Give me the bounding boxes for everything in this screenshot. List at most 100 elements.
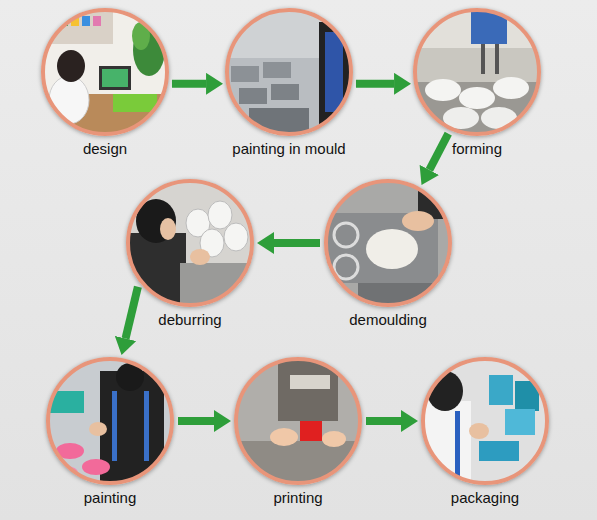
person-hair bbox=[427, 371, 463, 411]
shelf-item bbox=[60, 16, 68, 26]
photo-ground bbox=[126, 179, 254, 307]
mould-ring bbox=[334, 223, 358, 247]
design-photo bbox=[41, 8, 169, 136]
flow-arrow bbox=[126, 287, 138, 339]
mould-tray bbox=[263, 62, 291, 78]
photo-ground bbox=[421, 357, 549, 485]
screen bbox=[102, 69, 128, 87]
packet bbox=[479, 441, 519, 461]
step-caption: painting in mould bbox=[232, 140, 345, 158]
flow-arrow bbox=[356, 80, 394, 88]
flow-arrow bbox=[274, 239, 320, 247]
person-body bbox=[49, 76, 89, 124]
hand bbox=[89, 422, 107, 436]
person-hair bbox=[57, 50, 85, 82]
foam-piece bbox=[481, 107, 517, 129]
flow-arrow bbox=[366, 417, 401, 425]
mould-tray bbox=[271, 84, 299, 100]
hand bbox=[270, 428, 298, 446]
process-circle: painting bbox=[46, 357, 174, 485]
painting-photo bbox=[46, 357, 174, 485]
photo-ground bbox=[234, 357, 362, 485]
foam-piece bbox=[493, 77, 529, 99]
printing-photo bbox=[234, 357, 362, 485]
mould-tray bbox=[231, 66, 259, 82]
machine-rod bbox=[481, 44, 485, 74]
apron-strap bbox=[144, 391, 149, 461]
packaging-photo bbox=[421, 357, 549, 485]
step-caption: painting bbox=[84, 489, 137, 507]
step-label: deburring bbox=[158, 311, 221, 329]
foam-piece bbox=[366, 229, 418, 269]
print-machine bbox=[278, 361, 338, 421]
step-caption: packaging bbox=[451, 489, 519, 507]
step-label: printing bbox=[273, 489, 322, 507]
machine-rod bbox=[495, 44, 499, 74]
step-label: design bbox=[83, 140, 127, 158]
pink-bowl bbox=[54, 466, 78, 480]
pink-bowl bbox=[56, 443, 84, 459]
forming-photo bbox=[413, 8, 541, 136]
apron-strap bbox=[112, 391, 117, 461]
shelf bbox=[41, 10, 113, 44]
step-label: painting in mould bbox=[232, 140, 345, 158]
flow-arrow bbox=[429, 134, 448, 170]
process-circle: forming bbox=[413, 8, 541, 136]
shelf-item bbox=[49, 16, 57, 26]
figurine bbox=[224, 223, 248, 251]
red-item bbox=[300, 421, 322, 441]
process-circle: packaging bbox=[421, 357, 549, 485]
demoulding-photo bbox=[324, 179, 452, 307]
mould-tray bbox=[249, 108, 309, 132]
hand bbox=[402, 211, 434, 231]
shelf-item bbox=[93, 16, 101, 26]
painting-in-mould-photo bbox=[225, 8, 353, 136]
process-circle: deburring bbox=[126, 179, 254, 307]
photo-ground bbox=[46, 357, 174, 485]
bench bbox=[234, 441, 362, 485]
hand bbox=[469, 423, 489, 439]
plant bbox=[132, 22, 150, 50]
foam-piece bbox=[443, 107, 479, 129]
step-caption: printing bbox=[273, 489, 322, 507]
step-label: painting bbox=[84, 489, 137, 507]
person-hair bbox=[136, 199, 176, 243]
pink-bowl bbox=[82, 459, 110, 475]
step-caption: deburring bbox=[158, 311, 221, 329]
photo-ground bbox=[413, 8, 541, 136]
process-circle: printing bbox=[234, 357, 362, 485]
flow-arrow bbox=[172, 80, 206, 88]
worker bbox=[319, 22, 353, 136]
apron-strap bbox=[455, 411, 460, 485]
photo-ground bbox=[41, 8, 169, 136]
photo-ground bbox=[324, 179, 452, 307]
figurine bbox=[208, 201, 232, 229]
mould-tray bbox=[239, 88, 267, 104]
step-caption: demoulding bbox=[349, 311, 427, 329]
step-label: forming bbox=[452, 140, 502, 158]
mould-ring bbox=[334, 255, 358, 279]
face bbox=[160, 218, 176, 240]
machine-plate bbox=[290, 375, 330, 389]
deburring-photo bbox=[126, 179, 254, 307]
foam-piece bbox=[459, 87, 495, 109]
apron bbox=[325, 32, 343, 112]
foam-piece bbox=[425, 79, 461, 101]
worker-shirt bbox=[421, 401, 471, 485]
process-circle: demoulding bbox=[324, 179, 452, 307]
packet bbox=[515, 381, 539, 411]
step-label: packaging bbox=[451, 489, 519, 507]
monitor bbox=[99, 66, 131, 90]
hand bbox=[190, 249, 210, 265]
packet bbox=[505, 409, 535, 435]
process-circle: painting in mould bbox=[225, 8, 353, 136]
machine-head bbox=[471, 10, 507, 44]
process-circle: design bbox=[41, 8, 169, 136]
green-panel bbox=[113, 94, 157, 112]
shelf-item bbox=[71, 16, 79, 26]
tray bbox=[180, 263, 254, 307]
shelf-item bbox=[82, 16, 90, 26]
